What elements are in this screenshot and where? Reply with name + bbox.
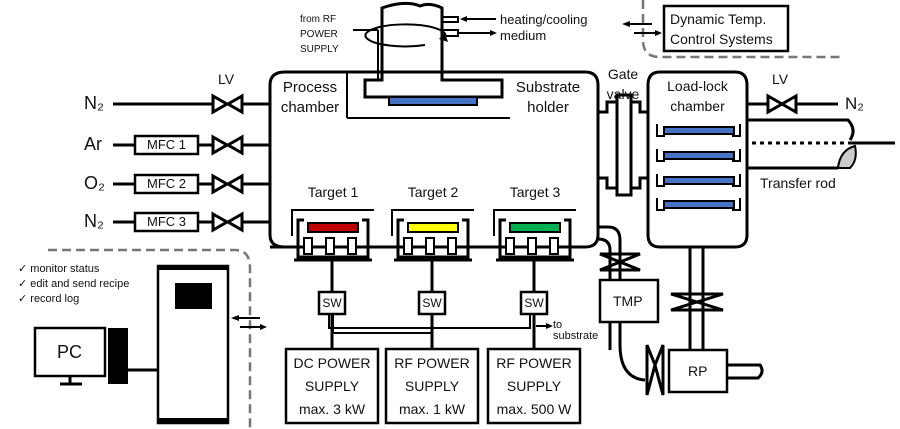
target-label: Target 1 (307, 184, 359, 200)
outlet-arrowhead (490, 30, 497, 36)
gas-label: N₂ (84, 211, 104, 231)
lv-right-valve (766, 93, 786, 115)
pc-tower (108, 328, 128, 384)
transfer-rod-label: Transfer rod (760, 175, 836, 191)
lv-right-label: LV (772, 71, 789, 87)
pc-feature-item: ✓ monitor status (18, 263, 100, 275)
target-material (407, 222, 459, 233)
dynamic-temp-label: Dynamic Temp.Control Systems (670, 11, 773, 47)
target-material (307, 222, 359, 233)
pc-label: PC (57, 342, 83, 362)
tmp-line (597, 225, 646, 382)
tmp-box (598, 278, 660, 324)
controller-display (175, 283, 212, 309)
gas-line-n2-top (113, 93, 270, 115)
inlet-arrowhead (460, 16, 467, 22)
gas-line-o2 (113, 173, 270, 195)
gate-valve-plate (615, 93, 633, 197)
check-icon: ✓ (18, 293, 31, 305)
load-lock-outline (646, 70, 749, 249)
power-supply-box (486, 347, 582, 425)
substrate-wafer (388, 96, 478, 106)
rp-label: RP (688, 363, 708, 379)
lv-left-label: LV (218, 71, 235, 87)
target-2 (391, 209, 500, 292)
switch-label: SW (422, 296, 442, 310)
rod-tip (836, 144, 857, 169)
transfer-rod-tube (747, 118, 855, 170)
exchange-arrows-top (622, 21, 662, 36)
check-icon: ✓ (18, 278, 31, 290)
pc-monitor (33, 326, 107, 378)
rp-side-valve (645, 344, 657, 396)
target-1 (291, 209, 398, 292)
sw-crossbus (328, 314, 531, 334)
pc-feature-item: ✓ edit and send recipe (18, 278, 130, 290)
n2-right-label: N₂ (845, 94, 864, 113)
rp-exhaust (727, 363, 764, 380)
power-supply-box (284, 347, 380, 425)
switch-label: SW (322, 296, 342, 310)
load-lock-wafer (663, 200, 735, 209)
pc-feature-item: ✓ record log (18, 293, 80, 305)
gas-line-ar (113, 134, 270, 156)
control-boundary (48, 248, 252, 429)
target-label: Target 2 (407, 184, 459, 200)
rp-box (667, 348, 729, 394)
substrate-holder (363, 1, 504, 99)
switch-label: SW (524, 296, 544, 310)
to-substrate-arrowhead (546, 323, 553, 329)
gas-label: O₂ (84, 173, 105, 193)
target-3 (493, 209, 576, 292)
load-lock-wafer (663, 176, 735, 185)
load-lock-wafer (663, 151, 735, 160)
tmp-label: TMP (613, 293, 643, 309)
rp-valve (670, 292, 724, 304)
exchange-arrows-bottom (231, 315, 267, 330)
mfc-label: MFC 1 (147, 137, 186, 152)
check-icon: ✓ (18, 263, 31, 275)
process-chamber-outline (268, 70, 600, 249)
pc-stand (60, 376, 82, 386)
target-material (509, 222, 561, 233)
gas-line-n2-bottom (113, 211, 270, 233)
pc-feature-list: ✓ monitor status ✓ edit and send recipe ✓ … (18, 262, 129, 307)
mfc-label: MFC 2 (147, 176, 186, 191)
gas-label: N₂ (84, 93, 104, 113)
tmp-valve-top (599, 252, 641, 264)
rotation-arrowhead (439, 33, 448, 42)
load-lock-wafer (663, 126, 735, 135)
dynamic-temp-box (662, 4, 790, 53)
power-supply-box (384, 347, 480, 425)
mfc-label: MFC 3 (147, 214, 186, 229)
target-label: Target 3 (509, 184, 561, 200)
gas-label: Ar (84, 134, 102, 154)
